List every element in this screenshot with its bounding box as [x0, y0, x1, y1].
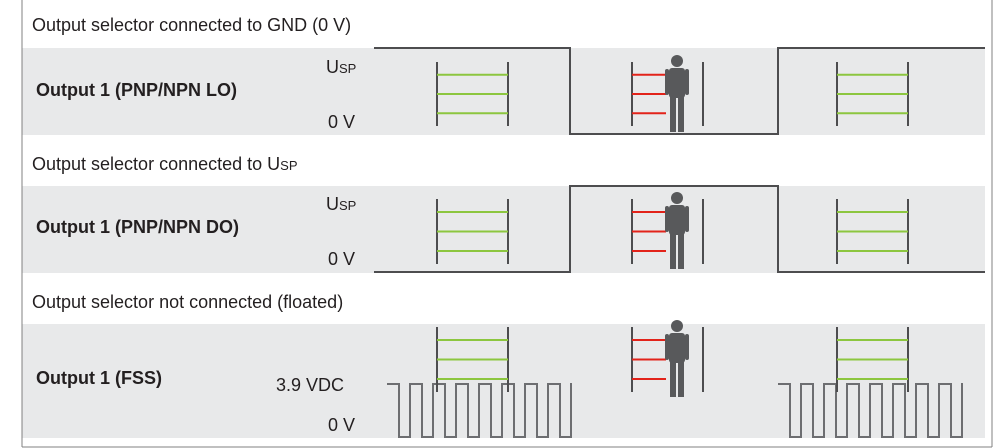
- curtain-fss-blocked-person-icon: [665, 320, 689, 397]
- signal-line-lo: [374, 47, 985, 135]
- frame-lines: [21, 0, 993, 448]
- curtain-do-left: [436, 199, 509, 264]
- curtain-fss-blocked-person-torso: [669, 333, 685, 363]
- curtain-do-blocked: [631, 199, 704, 264]
- row-label-fss: Output 1 (FSS): [36, 368, 162, 388]
- curtain-lo-left: [436, 62, 509, 126]
- curtain-lo-blocked-person-right-leg: [678, 96, 684, 132]
- curtain-lo-blocked: [631, 62, 704, 126]
- curtain-do-blocked-person-head: [671, 192, 683, 204]
- light-curtains: [436, 62, 909, 392]
- section-title-gnd-text: Output selector connected to GND (0 V): [32, 15, 352, 35]
- curtain-fss-left: [436, 327, 509, 392]
- level-0v-floated: 0 V: [328, 415, 356, 435]
- curtain-do-blocked-person-right-leg: [678, 233, 684, 269]
- curtain-do-blocked-person-icon: [665, 192, 689, 269]
- level-0v-usp: 0 V: [328, 249, 356, 269]
- fss-pulse-train-right: [778, 383, 963, 438]
- level-usp-usp-main: U: [326, 194, 339, 214]
- curtain-fss-right: [836, 327, 909, 392]
- level-3-9vdc: 3.9 VDC: [276, 375, 345, 395]
- curtain-do-blocked-person-left-leg: [670, 233, 676, 269]
- level-usp-usp-sub: SP: [339, 198, 357, 213]
- fss-pulse-train-left: [387, 383, 572, 438]
- curtain-lo-blocked-person-torso: [669, 68, 685, 98]
- curtain-lo-blocked-person-left-arm: [665, 69, 669, 95]
- output-signals: [374, 47, 985, 438]
- curtain-fss-blocked-person-right-arm: [685, 334, 689, 360]
- band-usp: [22, 186, 985, 273]
- level-usp-usp: USP: [326, 194, 356, 215]
- level-usp-gnd-sub: SP: [339, 61, 357, 76]
- curtain-do-blocked-person-torso: [669, 205, 685, 235]
- curtain-do-blocked-person-left-arm: [665, 206, 669, 232]
- band-gnd: [22, 48, 985, 135]
- section-title-usp: Output selector connected to USP: [32, 154, 298, 175]
- curtain-lo-blocked-person-right-arm: [685, 69, 689, 95]
- curtain-lo-blocked-person-icon: [665, 55, 689, 132]
- persons: [665, 55, 689, 397]
- level-usp-gnd: USP: [326, 57, 356, 78]
- row-label-pnp-npn-do: Output 1 (PNP/NPN DO): [36, 217, 239, 237]
- signal-line-do: [374, 185, 985, 273]
- curtain-fss-blocked-person-left-arm: [665, 334, 669, 360]
- level-usp-gnd-main: U: [326, 57, 339, 77]
- curtain-fss-blocked-person-left-leg: [670, 361, 676, 397]
- curtain-lo-right: [836, 62, 909, 126]
- level-0v-gnd: 0 V: [328, 112, 356, 132]
- curtain-fss-blocked-person-right-leg: [678, 361, 684, 397]
- section-title-usp-text: Output selector connected to U: [32, 154, 281, 174]
- curtain-do-right: [836, 199, 909, 264]
- curtain-fss-blocked: [631, 327, 704, 392]
- curtain-do-blocked-person-right-arm: [685, 206, 689, 232]
- row-label-pnp-npn-lo: Output 1 (PNP/NPN LO): [36, 80, 237, 100]
- curtain-fss-blocked-person-head: [671, 320, 683, 332]
- section-title-usp-subscript: SP: [280, 158, 298, 173]
- curtain-lo-blocked-person-head: [671, 55, 683, 67]
- section-title-floated-text: Output selector not connected (floated): [32, 292, 344, 312]
- section-title-gnd: Output selector connected to GND (0 V): [32, 15, 351, 36]
- section-title-floated: Output selector not connected (floated): [32, 292, 343, 313]
- curtain-lo-blocked-person-left-leg: [670, 96, 676, 132]
